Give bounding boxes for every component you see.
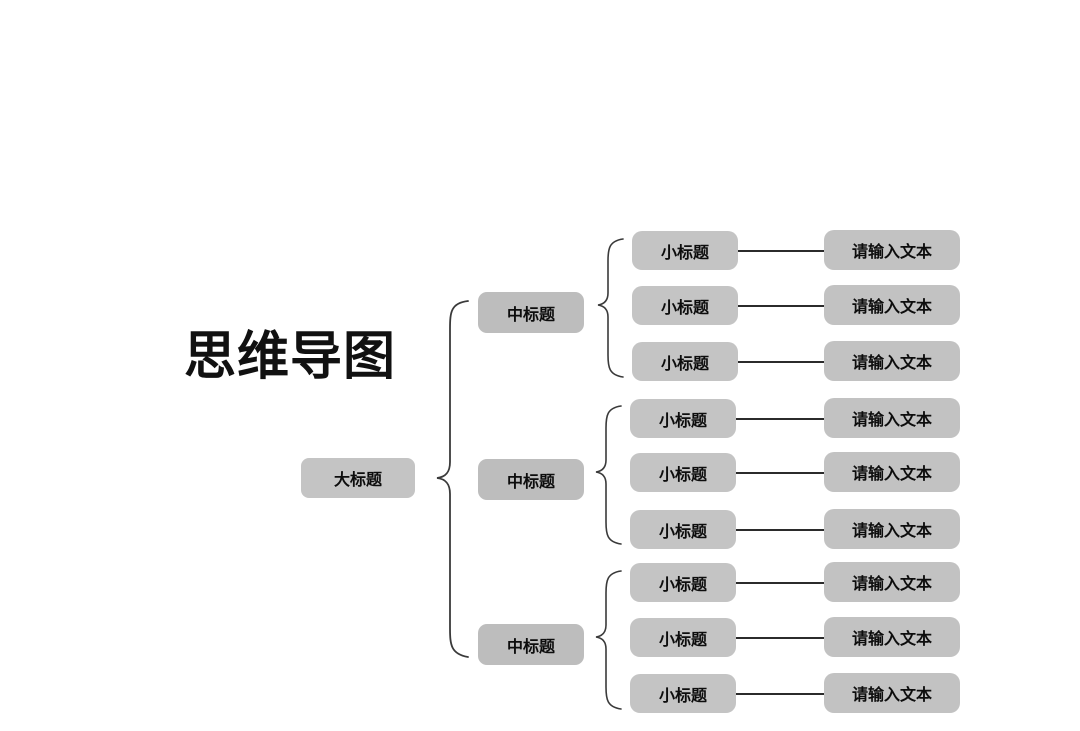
connector-3-3 [736,693,824,695]
node-leaf-3-2[interactable]: 请输入文本 [824,617,960,657]
node-mid-3[interactable]: 中标题 [478,624,584,665]
node-root[interactable]: 大标题 [301,458,415,498]
node-sub-1-1[interactable]: 小标题 [632,231,738,270]
connector-2-3 [736,529,824,531]
node-leaf-3-3[interactable]: 请输入文本 [824,673,960,713]
node-leaf-1-3[interactable]: 请输入文本 [824,341,960,381]
node-sub-1-2[interactable]: 小标题 [632,286,738,325]
connector-3-1 [736,582,824,584]
brace-root [436,300,469,658]
node-leaf-3-1[interactable]: 请输入文本 [824,562,960,602]
brace-branch-3 [595,570,622,710]
node-leaf-1-1[interactable]: 请输入文本 [824,230,960,270]
connector-2-2 [736,472,824,474]
node-leaf-2-2[interactable]: 请输入文本 [824,452,960,492]
brace-branch-1 [597,238,624,378]
node-sub-2-3[interactable]: 小标题 [630,510,736,549]
node-mid-2[interactable]: 中标题 [478,459,584,500]
brace-branch-2 [595,405,622,545]
connector-3-2 [736,637,824,639]
page-title: 思维导图 [184,328,397,386]
connector-1-3 [738,361,824,363]
node-leaf-2-1[interactable]: 请输入文本 [824,398,960,438]
node-leaf-2-3[interactable]: 请输入文本 [824,509,960,549]
node-sub-3-2[interactable]: 小标题 [630,618,736,657]
connector-2-1 [736,418,824,420]
node-sub-2-1[interactable]: 小标题 [630,399,736,438]
connector-1-1 [738,250,824,252]
node-leaf-1-2[interactable]: 请输入文本 [824,285,960,325]
connector-1-2 [738,305,824,307]
node-sub-3-1[interactable]: 小标题 [630,563,736,602]
node-sub-2-2[interactable]: 小标题 [630,453,736,492]
node-sub-3-3[interactable]: 小标题 [630,674,736,713]
node-sub-1-3[interactable]: 小标题 [632,342,738,381]
node-mid-1[interactable]: 中标题 [478,292,584,333]
